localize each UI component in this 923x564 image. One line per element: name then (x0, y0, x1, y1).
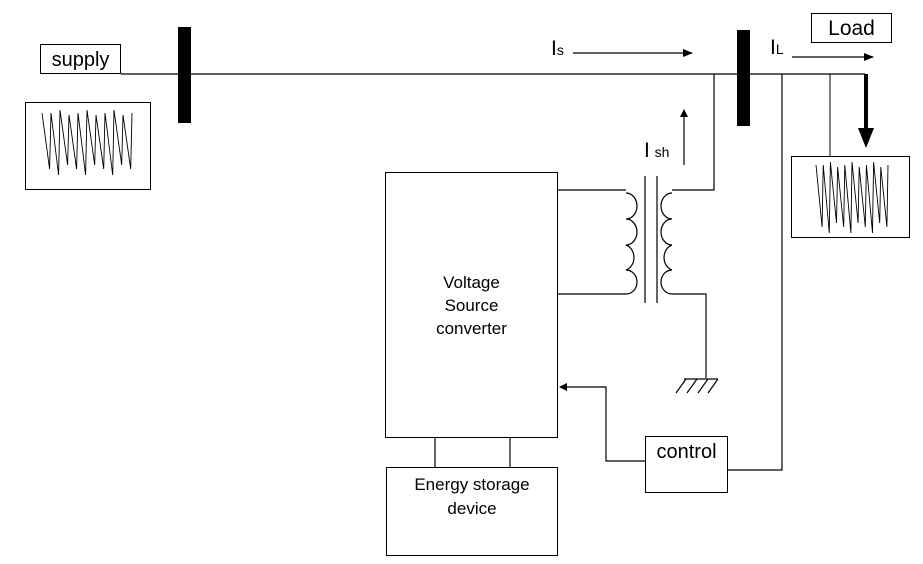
shunt-current-subscript: sh (654, 144, 670, 160)
control-feedback-line (728, 74, 783, 471)
load-current-symbol: I (770, 36, 776, 59)
converter-label-line-1: Voltage (443, 273, 500, 292)
transformer-coil-icon (558, 189, 638, 295)
storage-label-line-2: device (447, 499, 497, 518)
load-drop-arrowhead (858, 128, 874, 148)
shunt-current-symbol: I (644, 139, 650, 162)
load-bus-bar (737, 30, 750, 126)
control-box: control (645, 436, 728, 493)
shunt-current-label: I sh (644, 140, 669, 161)
energy-storage-box: Energy storage device (386, 467, 558, 556)
converter-label: Voltage Source converter (386, 271, 557, 340)
control-to-converter-line (559, 383, 645, 462)
load-current-subscript: L (775, 41, 784, 57)
source-current-label: Is (551, 38, 564, 59)
sawtooth-waveform-icon (41, 109, 133, 176)
storage-label: Energy storage device (387, 473, 557, 521)
supply-box: supply (40, 44, 121, 74)
load-label: Load (828, 17, 875, 40)
control-label: control (656, 441, 717, 463)
source-current-symbol: I (551, 37, 557, 60)
load-current-label: IL (770, 37, 784, 58)
source-current-subscript: s (556, 42, 564, 58)
storage-label-line-1: Energy storage (414, 475, 530, 494)
converter-label-line-2: Source (444, 296, 499, 315)
transformer-secondary-lead (672, 74, 715, 191)
converter-label-line-3: converter (436, 319, 507, 338)
transformer-secondary-coil-icon (660, 192, 707, 378)
supply-bus-bar (178, 27, 191, 123)
supply-waveform-box (25, 102, 151, 190)
supply-label: supply (51, 49, 110, 71)
load-waveform-box (791, 156, 910, 238)
sawtooth-waveform-icon (815, 161, 889, 234)
load-box: Load (811, 13, 892, 43)
ground-symbol-icon (675, 378, 719, 394)
voltage-source-converter-box: Voltage Source converter (385, 172, 558, 438)
